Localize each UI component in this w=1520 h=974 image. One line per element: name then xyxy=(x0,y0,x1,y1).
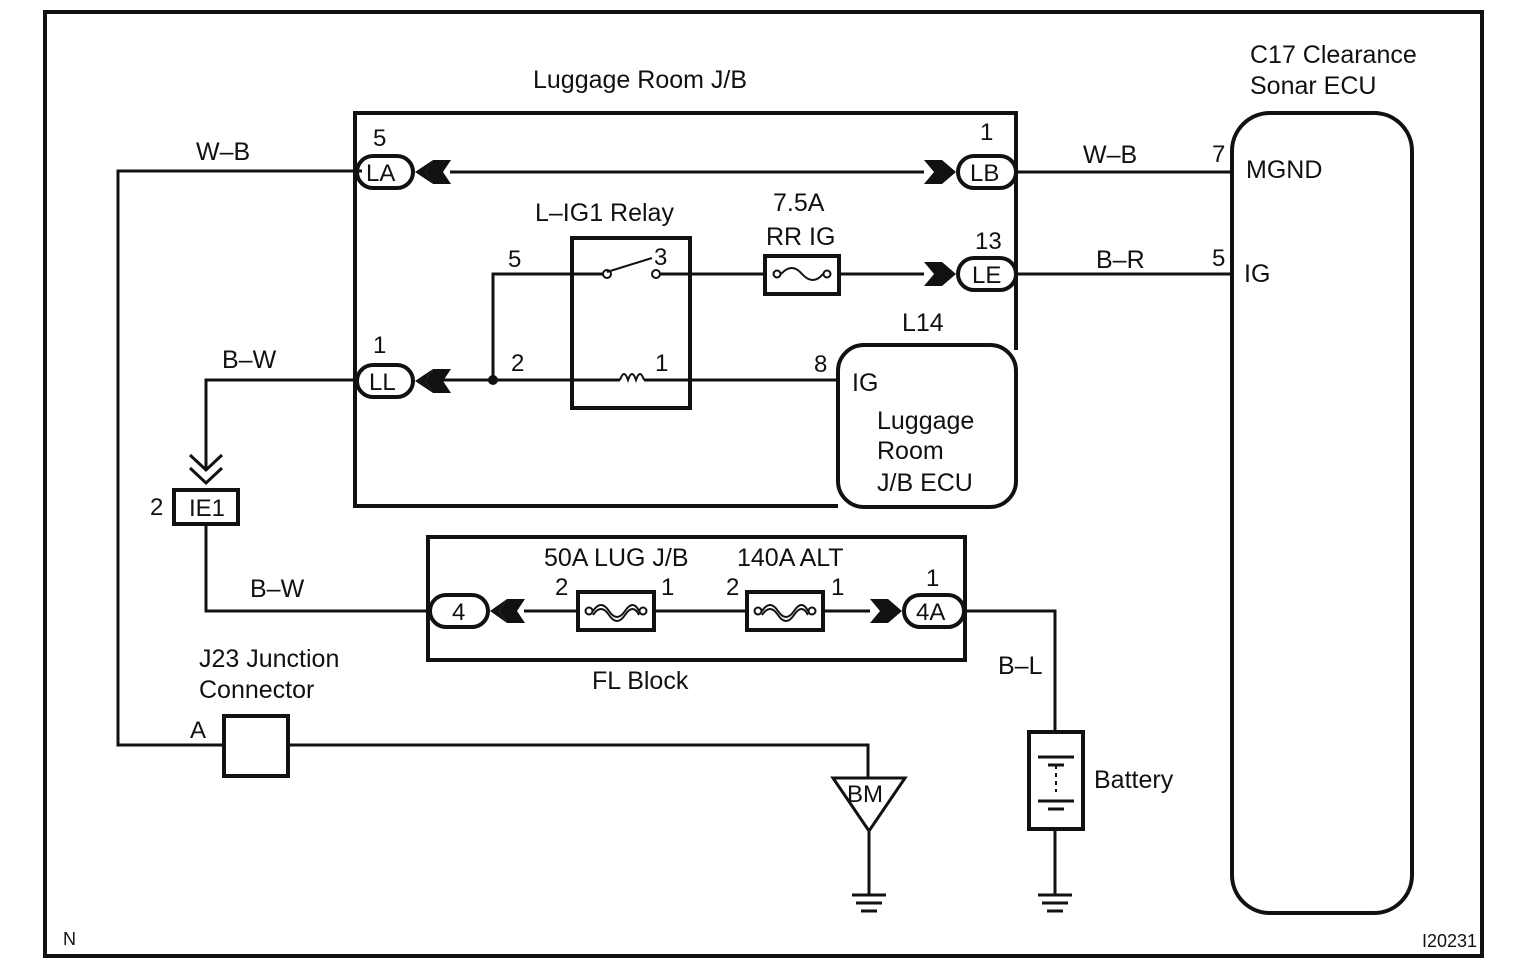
junction-pin-a: A xyxy=(190,717,206,744)
connector-ie1-chevron2 xyxy=(188,466,224,486)
fuse-rr-rating: 7.5A xyxy=(773,189,825,217)
wire-label-bw-ll: B–W xyxy=(222,346,277,374)
connector-ll-arrow2 xyxy=(425,369,451,393)
wire-label-bw-fl: B–W xyxy=(250,575,305,603)
connector-fl-4a-label: 4A xyxy=(916,599,945,626)
junction-connector-box xyxy=(222,714,290,778)
fl-fuse1-label: 50A LUG J/B xyxy=(544,544,689,572)
relay-pin-2: 2 xyxy=(511,350,524,377)
fl-block-title: FL Block xyxy=(592,667,689,695)
wire-junction-bm xyxy=(288,743,870,778)
connector-le-label: LE xyxy=(972,262,1001,289)
ecu-pin-mgnd: MGND xyxy=(1246,156,1322,184)
connector-la-arrow2 xyxy=(425,160,451,184)
fl-fuse1-element2 xyxy=(592,608,640,622)
battery-box xyxy=(1027,730,1085,831)
connector-ll-arrow xyxy=(415,369,433,393)
fl-fuse2-right-terminal xyxy=(807,606,817,616)
wire-wb-left xyxy=(116,169,362,747)
jb-ecu-name-line1: Luggage xyxy=(877,407,974,435)
fl-fuse1-pin2: 2 xyxy=(555,574,568,601)
connector-la-arrow xyxy=(415,160,433,184)
fl-fuse1-element xyxy=(592,604,640,618)
fl-fuse1-left-terminal xyxy=(584,606,594,616)
connector-la-label: LA xyxy=(366,160,395,187)
connector-fl-4-label: 4 xyxy=(452,599,465,626)
connector-le-pin: 13 xyxy=(975,228,1002,255)
ecu-pin-ig-number: 5 xyxy=(1212,245,1225,272)
ground-point-bm xyxy=(830,776,908,834)
connector-fl-4-arrow xyxy=(490,599,507,623)
junction-title-line2: Connector xyxy=(199,676,314,704)
fl-fuse1-right-terminal xyxy=(638,606,648,616)
ecu-pin-mgnd-number: 7 xyxy=(1212,141,1225,168)
relay-coil xyxy=(619,373,645,384)
wire-label-wb-left: W–B xyxy=(196,138,250,166)
fl-block-box xyxy=(426,535,967,662)
connector-lb-arrow xyxy=(924,160,956,184)
connector-fl-4a-arrow xyxy=(870,599,902,623)
jb-ecu-id: L14 xyxy=(902,309,944,337)
fuse-rr-name: RR IG xyxy=(766,223,835,251)
connector-ie1-chevron xyxy=(188,453,224,473)
jb-title: Luggage Room J/B xyxy=(533,66,747,94)
relay-title: L–IG1 Relay xyxy=(535,199,674,227)
wire-bl xyxy=(964,609,1057,732)
relay-contact-3 xyxy=(651,269,661,279)
connector-le-arrow xyxy=(924,262,956,286)
relay-switch-arm xyxy=(606,257,653,273)
connector-ll-label: LL xyxy=(369,369,396,396)
ecu-title-line2: Sonar ECU xyxy=(1250,72,1376,100)
relay-pin-3: 3 xyxy=(654,244,667,271)
wire-bw-fl xyxy=(204,524,428,613)
relay-box xyxy=(570,236,692,410)
junction-title-line1: J23 Junction xyxy=(199,645,339,673)
jb-box-lower xyxy=(353,111,838,508)
fl-fuse2-element2 xyxy=(761,608,809,622)
sonar-ecu-box xyxy=(1230,111,1414,915)
jb-ecu-box xyxy=(836,343,1018,509)
fuse-rr-element xyxy=(780,267,824,281)
corner-label-right: I20231 xyxy=(1422,931,1477,951)
jb-ecu-pin-name: IG xyxy=(852,369,878,397)
connector-ie1-label: IE1 xyxy=(189,495,225,522)
jb-ecu-pin-number: 8 xyxy=(814,351,827,378)
jb-ecu-name-line2: Room xyxy=(877,437,944,465)
ecu-title-line1: C17 Clearance xyxy=(1250,41,1417,69)
junction-dot xyxy=(488,375,498,385)
wire-relay-5 xyxy=(491,272,603,380)
wire-bw-ll xyxy=(204,378,357,470)
relay-pin-1: 1 xyxy=(655,350,668,377)
fl-fuse2-left-terminal xyxy=(753,606,763,616)
fuse-rr-right-terminal xyxy=(822,269,832,279)
wire-label-br: B–R xyxy=(1096,246,1145,274)
battery-label: Battery xyxy=(1094,766,1174,794)
connector-lb-label: LB xyxy=(970,160,999,187)
connector-fl-4-arrow2 xyxy=(499,599,525,623)
wire-label-wb-right: W–B xyxy=(1083,141,1137,169)
connector-ll-pin: 1 xyxy=(373,332,386,359)
relay-pin-5: 5 xyxy=(508,246,521,273)
diagram-frame xyxy=(43,10,1484,958)
connector-la-pin: 5 xyxy=(373,125,386,152)
corner-label-left: N xyxy=(63,929,76,949)
fl-fuse2-label: 140A ALT xyxy=(737,544,844,572)
fl-fuse2-pin2: 2 xyxy=(726,574,739,601)
ground-point-bm-label: BM xyxy=(847,781,883,808)
fuse-rr-left-terminal xyxy=(772,269,782,279)
wire-label-bl: B–L xyxy=(998,652,1043,680)
connector-lb-pin: 1 xyxy=(980,119,993,146)
ecu-pin-ig: IG xyxy=(1244,260,1270,288)
fl-fuse2-pin1: 1 xyxy=(831,574,844,601)
jb-ecu-name-line3: J/B ECU xyxy=(877,469,973,497)
connector-la xyxy=(355,154,415,190)
fl-fuse2-element xyxy=(761,604,809,618)
connector-ie1-pin: 2 xyxy=(150,494,163,521)
fl-fuse1-pin1: 1 xyxy=(661,574,674,601)
connector-fl-4a-pin: 1 xyxy=(926,565,939,592)
connector-fl-4 xyxy=(428,593,490,629)
